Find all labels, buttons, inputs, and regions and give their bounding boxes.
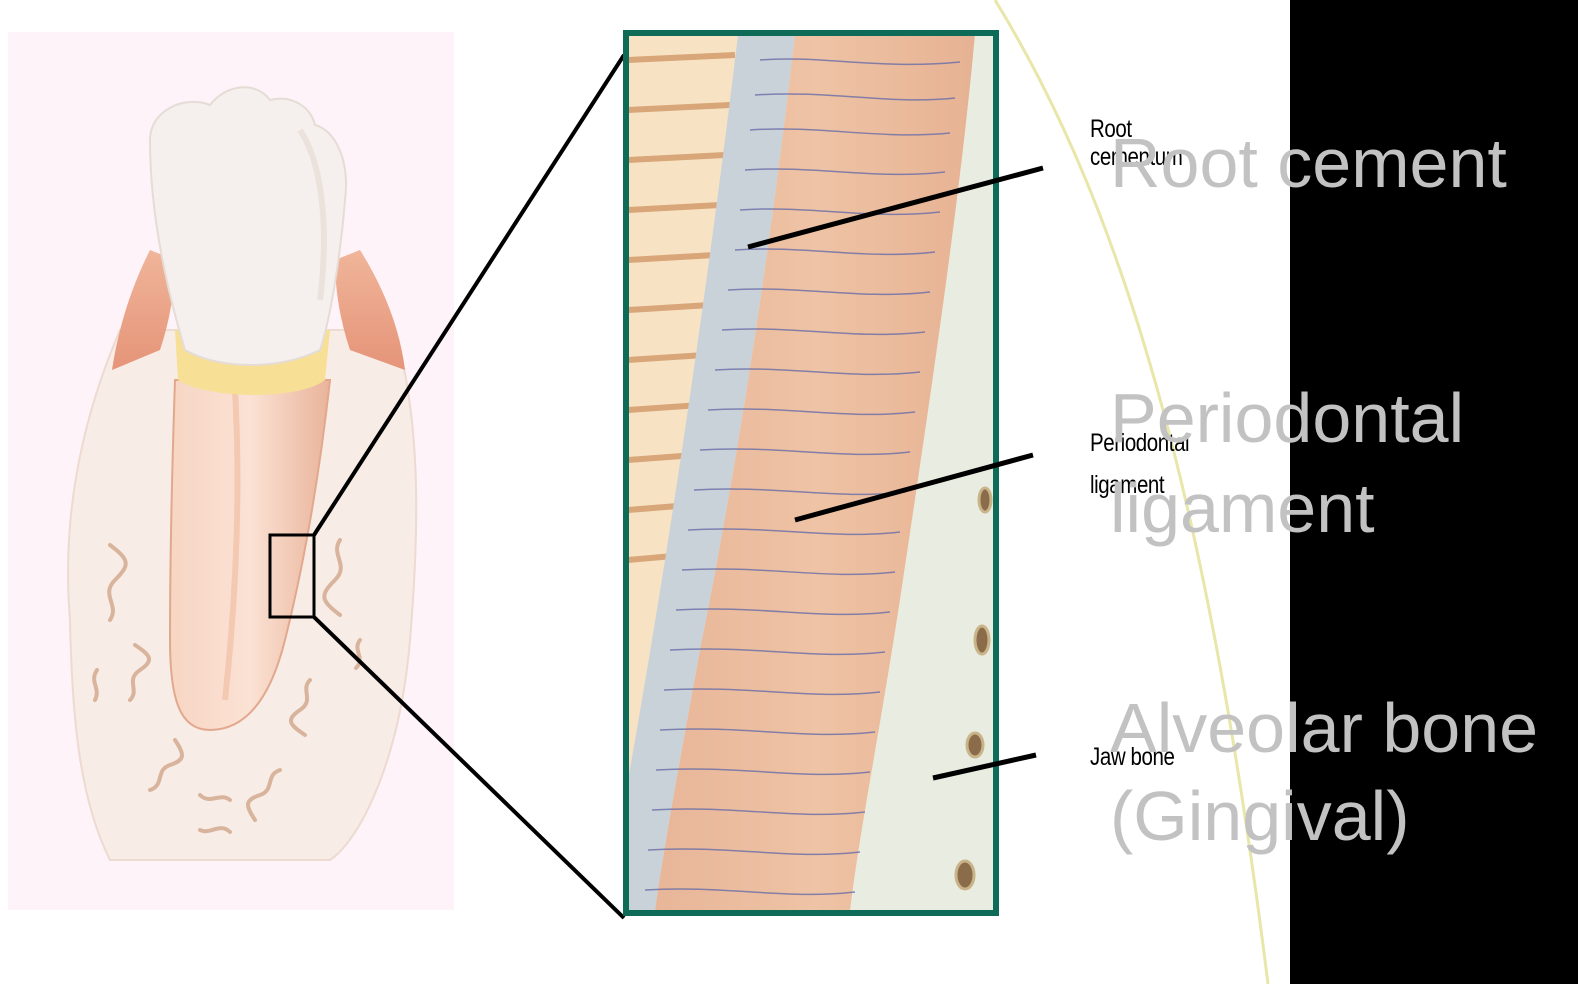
overlay-periodontal-line1: Periodontal <box>1110 372 1464 464</box>
overlay-root-cement: Root cement <box>1110 117 1507 209</box>
tooth-crown <box>150 87 346 365</box>
overlay-alveolar-line2: (Gingival) <box>1110 770 1410 862</box>
overlay-periodontal-line2: ligament <box>1110 462 1375 554</box>
overlay-alveolar-line1: Alveolar bone <box>1110 682 1538 774</box>
magnified-section <box>628 35 994 911</box>
